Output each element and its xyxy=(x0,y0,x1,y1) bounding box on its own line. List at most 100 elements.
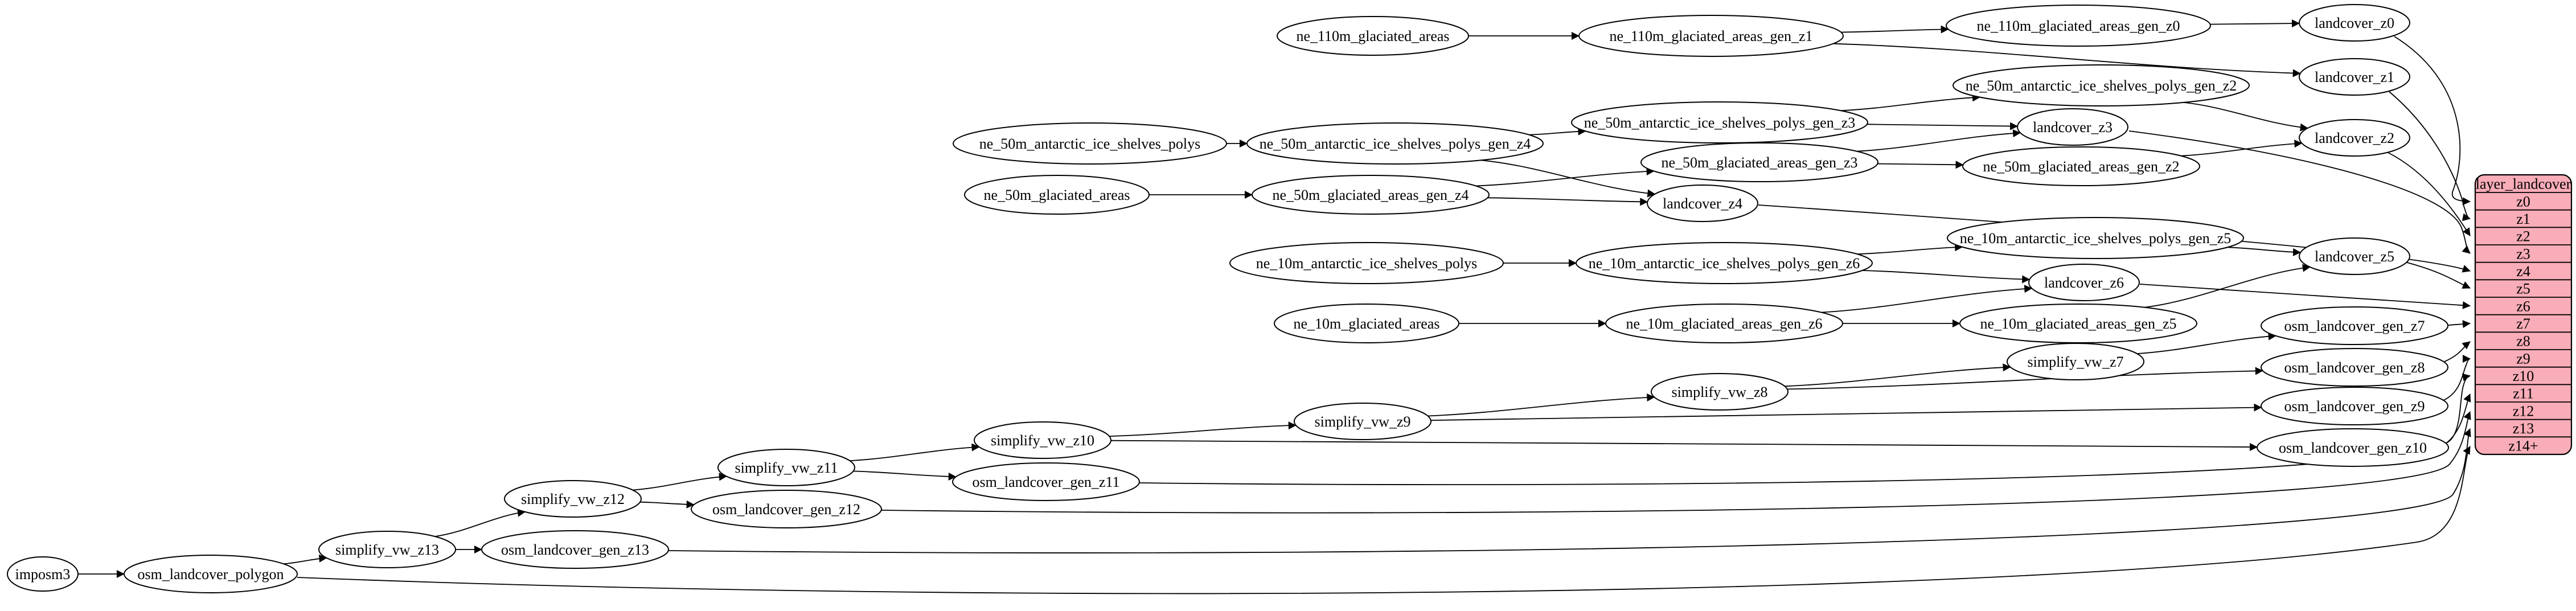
edge-osm_landcover_gen_z12-layer_landcover-z12 xyxy=(881,411,2471,514)
node-simplify_vw_z7: simplify_vw_z7 xyxy=(2007,343,2144,380)
node-label: ne_50m_antarctic_ice_shelves_polys_gen_z… xyxy=(1966,77,2237,94)
node-label: osm_landcover_gen_z10 xyxy=(2279,440,2427,456)
node-shape xyxy=(974,421,1111,459)
table-row-z7: z7 xyxy=(2516,315,2530,332)
edge-osm_landcover_gen_z9-layer_landcover-z9 xyxy=(2443,355,2471,401)
node-ne_10m_antarctic_ice_shelves_polys: ne_10m_antarctic_ice_shelves_polys xyxy=(1229,242,1504,284)
node-label: ne_50m_glaciated_areas_gen_z3 xyxy=(1661,154,1857,171)
node-label: ne_10m_glaciated_areas_gen_z6 xyxy=(1626,315,1822,332)
table-row-z12: z12 xyxy=(2513,403,2534,419)
edge-ne_50m_antarctic_ice_shelves_polys_gen_z3-landcover_z3 xyxy=(1867,122,2019,130)
edge-simplify_vw_z12-osm_landcover_gen_z12 xyxy=(640,500,695,509)
table-row-z2: z2 xyxy=(2516,228,2530,245)
edge-ne_10m_glaciated_areas_gen_z6-landcover_z6 xyxy=(1821,285,2033,313)
node-label: ne_10m_antarctic_ice_shelves_polys xyxy=(1256,255,1477,272)
node-simplify_vw_z8: simplify_vw_z8 xyxy=(1651,373,1789,411)
node-ne_50m_antarctic_ice_shelves_polys_gen_z3: ne_50m_antarctic_ice_shelves_polys_gen_z… xyxy=(1571,101,1868,143)
node-ne_110m_glaciated_areas_gen_z0: ne_110m_glaciated_areas_gen_z0 xyxy=(1946,5,2211,47)
node-ne_10m_antarctic_ice_shelves_polys_gen_z6: ne_10m_antarctic_ice_shelves_polys_gen_z… xyxy=(1576,242,1873,284)
node-shape xyxy=(717,449,855,486)
node-shape xyxy=(2261,306,2448,345)
node-label: osm_landcover_gen_z7 xyxy=(2284,318,2425,334)
node-shape xyxy=(2257,428,2449,467)
node-shape xyxy=(2299,4,2410,42)
node-label: simplify_vw_z9 xyxy=(1315,413,1411,430)
table-row-z1: z1 xyxy=(2516,211,2530,227)
node-ne_50m_antarctic_ice_shelves_polys_gen_z4: ne_50m_antarctic_ice_shelves_polys_gen_z… xyxy=(1246,122,1544,165)
node-shape xyxy=(1647,184,1758,222)
edge-simplify_vw_z9-simplify_vw_z8 xyxy=(1428,393,1655,417)
edge-ne_50m_antarctic_ice_shelves_polys_gen_z4-landcover_z4 xyxy=(1480,159,1656,198)
node-shape xyxy=(481,530,669,569)
node-landcover_z6: landcover_z6 xyxy=(2028,264,2140,301)
node-shape xyxy=(2017,108,2128,146)
node-shape xyxy=(2007,343,2144,380)
node-label: simplify_vw_z10 xyxy=(991,432,1094,449)
node-shape xyxy=(1229,242,1504,284)
node-label: simplify_vw_z12 xyxy=(521,491,625,507)
node-label: landcover_z0 xyxy=(2315,15,2394,31)
edge-ne_50m_glaciated_areas_gen_z4-landcover_z4 xyxy=(1487,197,1648,206)
node-shape xyxy=(1640,142,1878,182)
node-shape xyxy=(2261,387,2448,425)
edge-ne_10m_glaciated_areas_gen_z5-landcover_z5 xyxy=(2144,264,2311,308)
node-label: ne_10m_antarctic_ice_shelves_polys_gen_z… xyxy=(1589,255,1860,272)
node-shape xyxy=(1605,304,1843,343)
edge-landcover_z1-layer_landcover-z1 xyxy=(2389,91,2471,222)
edge-osm_landcover_gen_z8-layer_landcover-z8 xyxy=(2444,341,2471,362)
table-row-z13: z13 xyxy=(2513,420,2534,437)
table-row-z9: z9 xyxy=(2516,350,2530,367)
node-ne_10m_antarctic_ice_shelves_polys_gen_z5: ne_10m_antarctic_ice_shelves_polys_gen_z… xyxy=(1947,217,2244,259)
edge-ne_50m_glaciated_areas_gen_z3-ne_50m_glaciated_areas_gen_z2 xyxy=(1877,161,1964,169)
node-landcover_z2: landcover_z2 xyxy=(2299,119,2410,157)
edge-ne_50m_antarctic_ice_shelves_polys_gen_z2-landcover_z2 xyxy=(2183,102,2308,132)
node-shape xyxy=(1576,242,1873,284)
edge-osm_landcover_polygon-layer_landcover-z14+ xyxy=(297,446,2471,594)
edge-ne_50m_glaciated_areas_gen_z4-ne_50m_glaciated_areas_gen_z3 xyxy=(1476,167,1655,187)
node-label: ne_10m_antarctic_ice_shelves_polys_gen_z… xyxy=(1960,230,2232,247)
node-shape xyxy=(124,555,298,593)
node-ne_110m_glaciated_areas: ne_110m_glaciated_areas xyxy=(1277,16,1469,56)
node-shape xyxy=(953,122,1227,165)
node-label: ne_50m_glaciated_areas_gen_z4 xyxy=(1272,187,1469,203)
edge-ne_110m_glaciated_areas_gen_z1-ne_110m_glaciated_areas_gen_z0 xyxy=(1841,25,1949,34)
node-shape xyxy=(1946,5,2211,47)
node-osm_landcover_gen_z11: osm_landcover_gen_z11 xyxy=(952,462,1140,501)
node-label: ne_50m_antarctic_ice_shelves_polys xyxy=(979,136,1200,152)
node-shape xyxy=(1578,15,1844,57)
node-simplify_vw_z10: simplify_vw_z10 xyxy=(974,421,1111,459)
node-landcover_z3: landcover_z3 xyxy=(2017,108,2128,146)
node-landcover_z0: landcover_z0 xyxy=(2299,4,2410,42)
table-row-z3: z3 xyxy=(2516,245,2530,262)
node-ne_50m_antarctic_ice_shelves_polys: ne_50m_antarctic_ice_shelves_polys xyxy=(953,122,1227,165)
node-osm_landcover_gen_z12: osm_landcover_gen_z12 xyxy=(691,490,882,528)
node-label: simplify_vw_z8 xyxy=(1672,384,1768,400)
node-label: landcover_z5 xyxy=(2315,248,2394,265)
node-simplify_vw_z9: simplify_vw_z9 xyxy=(1294,403,1431,440)
node-imposm3: imposm3 xyxy=(7,556,79,592)
edge-osm_landcover_gen_z7-layer_landcover-z7 xyxy=(2448,320,2471,329)
node-osm_landcover_gen_z13: osm_landcover_gen_z13 xyxy=(481,530,669,569)
node-shape xyxy=(1571,101,1868,143)
edge-simplify_vw_z10-simplify_vw_z9 xyxy=(1109,421,1297,437)
edge-landcover_z0-layer_landcover-z0 xyxy=(2394,36,2471,206)
layer-landcover-table: layer_landcoverz0z1z2z3z4z5z6z7z8z9z10z1… xyxy=(2474,174,2573,456)
table-row-z11: z11 xyxy=(2513,386,2534,402)
table-row-z4: z4 xyxy=(2516,263,2530,280)
node-label: osm_landcover_gen_z9 xyxy=(2284,398,2425,415)
node-simplify_vw_z12: simplify_vw_z12 xyxy=(504,480,642,518)
node-shape xyxy=(7,556,79,592)
node-ne_10m_glaciated_areas_gen_z5: ne_10m_glaciated_areas_gen_z5 xyxy=(1959,304,2197,343)
edge-landcover_z6-layer_landcover-z6 xyxy=(2139,284,2471,309)
node-simplify_vw_z11: simplify_vw_z11 xyxy=(717,449,855,486)
node-osm_landcover_gen_z10: osm_landcover_gen_z10 xyxy=(2257,428,2449,467)
edge-ne_50m_antarctic_ice_shelves_polys_gen_z3-ne_50m_antarctic_ice_shelves_polys_gen_z2 xyxy=(1840,93,1981,112)
node-shape xyxy=(2299,237,2410,275)
node-ne_10m_glaciated_areas: ne_10m_glaciated_areas xyxy=(1274,304,1459,343)
node-shape xyxy=(318,531,456,568)
node-label: ne_50m_antarctic_ice_shelves_polys_gen_z… xyxy=(1584,114,1856,131)
node-label: ne_110m_glaciated_areas_gen_z1 xyxy=(1609,28,1812,44)
node-landcover_z4: landcover_z4 xyxy=(1647,184,1758,222)
nodes-layer: ne_110m_glaciated_areas ne_110m_glaciated… xyxy=(7,4,2449,593)
table-row-z14+: z14+ xyxy=(2508,438,2538,454)
